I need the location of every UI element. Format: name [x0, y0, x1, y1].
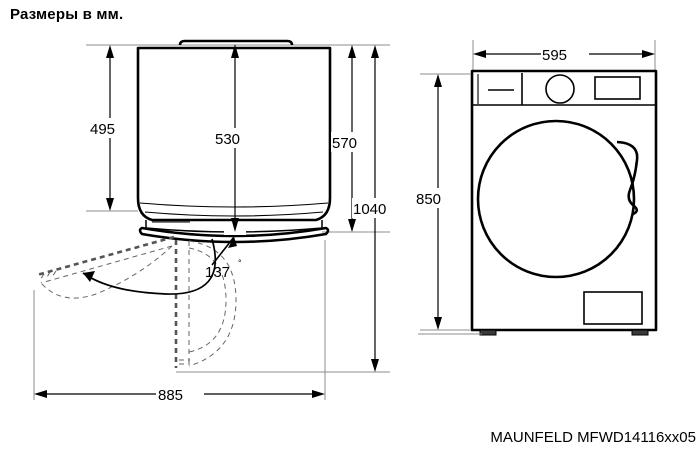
dim-850-label: 850 [416, 191, 441, 208]
dim-885-arrow-right [312, 390, 325, 398]
side-view: 137 ° 495 530 570 [33, 39, 404, 404]
door-open-inner-edge [40, 245, 173, 284]
door-window[interactable] [476, 119, 636, 279]
door-latch-notch [224, 231, 246, 235]
dim-1040-arrow-bottom [371, 359, 379, 372]
door-open-edge [36, 235, 175, 277]
dim-530-arrow-bottom [231, 218, 239, 232]
dim-530-arrow-top [231, 44, 239, 58]
dim-570-arrow-bottom [348, 219, 356, 232]
door-swing-arrowhead [83, 271, 95, 282]
dim-595-label: 595 [542, 47, 567, 64]
dim-495-label-bg [89, 118, 131, 138]
cabinet-front-outline [470, 69, 658, 332]
page-title: Размеры в мм. [10, 6, 124, 23]
front-view: 595 850 [415, 40, 658, 336]
foot-left [479, 329, 497, 336]
dim-885-arrow-left [34, 390, 47, 398]
dim-885-label: 885 [158, 387, 183, 404]
cabinet-outline [136, 46, 332, 222]
display-panel [594, 76, 641, 100]
dim-595-arrow-left [473, 50, 486, 58]
cabinet-seam-lower [144, 211, 324, 217]
door-closed-outline [188, 240, 237, 367]
dim-885-label-bg [156, 384, 204, 404]
dimension-595: 595 [473, 44, 655, 64]
dimension-850: 850 [415, 74, 461, 330]
door-swing-arc [82, 238, 217, 295]
dim-570-label-bg [331, 132, 373, 152]
dim-850-arrow-bottom [434, 317, 442, 330]
dim-570-arrow-top [348, 45, 356, 58]
dim-1040-arrow-top [371, 45, 379, 58]
angle-leader-line [211, 236, 235, 266]
door-closed-ghost [174, 240, 237, 368]
dimension-885: 885 [34, 384, 325, 404]
dim-1040-label-bg [352, 198, 404, 218]
dim-570-label: 570 [332, 135, 357, 152]
model-label: MAUNFELD MFWD14116xx05 [490, 429, 696, 446]
dim-595-label-bg [541, 44, 589, 64]
foot-right [631, 329, 649, 336]
door-sill [138, 226, 330, 244]
control-knob[interactable] [545, 74, 575, 104]
dim-530-label: 530 [215, 131, 240, 148]
dim-530-label-bg [214, 128, 256, 148]
door-open-ghost [36, 235, 175, 299]
dim-850-arrow-top [434, 74, 442, 87]
dim-595-arrow-right [642, 50, 655, 58]
door-closed-foot-detail [179, 359, 190, 365]
door-open-hinge-detail [39, 270, 57, 281]
door-open-outline [40, 245, 173, 299]
door-closed-window [188, 247, 227, 353]
filter-access-hatch[interactable] [583, 291, 643, 325]
top-cover [178, 39, 294, 46]
dimension-495: 495 [89, 45, 131, 211]
dim-door-angle: 137 [205, 264, 230, 281]
dim-1040-label: 1040 [353, 201, 386, 218]
dim-495-label: 495 [90, 121, 115, 138]
dimension-1040: 1040 [352, 45, 404, 372]
dim-495-arrow-bottom [106, 198, 114, 211]
dim-495-arrow-top [106, 45, 114, 58]
door-handle[interactable] [616, 140, 639, 216]
dim-850-label-bg [415, 188, 461, 208]
dimension-530: 530 [214, 44, 256, 232]
angle-leader-arrowhead [228, 237, 237, 248]
degree-symbol: ° [238, 258, 242, 268]
cabinet-seam-upper [139, 202, 329, 208]
